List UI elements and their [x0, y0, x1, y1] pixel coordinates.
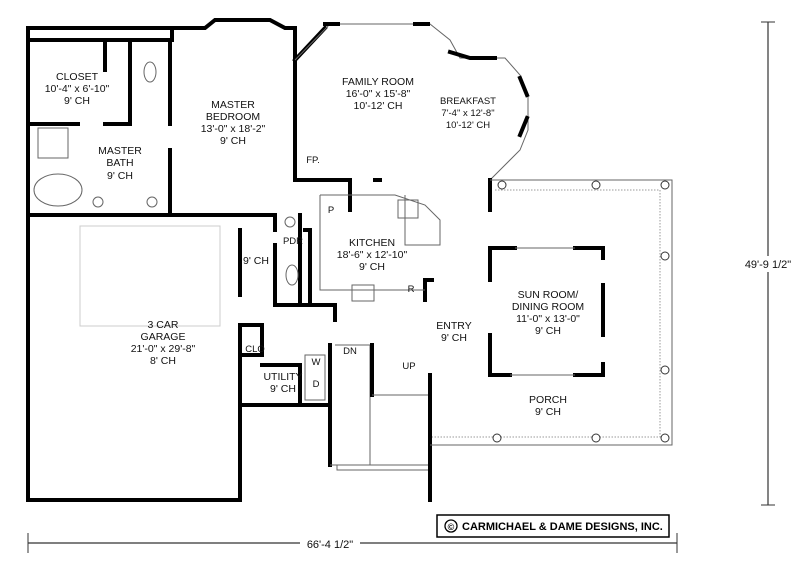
- kitchen-sink-icon: [397, 199, 419, 219]
- room-label-line: 10'-4" x 6'-10": [45, 83, 110, 95]
- porch-columns: [492, 180, 670, 443]
- depth-label: 49'-9 1/2": [745, 259, 791, 271]
- room-label-line: 16'-0" x 15'-8": [346, 88, 411, 100]
- toilet-icon: [285, 264, 299, 286]
- room-label-line: 9' CH: [270, 383, 296, 395]
- room-label-line: MASTER: [211, 99, 255, 111]
- room-label-entry: ENTRY 9' CH: [436, 320, 471, 344]
- copyright-icon: ©: [448, 522, 455, 532]
- room-label-line: 9' CH: [535, 406, 561, 418]
- room-label-line: MASTER: [98, 145, 142, 157]
- fixtures: [33, 61, 419, 401]
- room-label-master-bath: MASTER BATH 9' CH: [98, 145, 142, 182]
- room-label-hall: 9' CH: [243, 255, 269, 267]
- walls: [26, 18, 673, 502]
- washer-dryer: [304, 354, 326, 401]
- room-label-line: SUN ROOM/: [518, 289, 579, 301]
- room-label-line: 9' CH: [359, 261, 385, 273]
- powder-room-label: PDR: [283, 236, 303, 247]
- room-label-line: GARAGE: [141, 331, 186, 343]
- washer-label: W: [312, 357, 321, 368]
- room-label-line: 8' CH: [150, 355, 176, 367]
- room-label-line: 10'-12' CH: [446, 120, 490, 131]
- garage-door: [79, 225, 221, 327]
- pantry-label: P: [328, 205, 334, 216]
- room-label-line: 9' CH: [107, 170, 133, 182]
- fireplace-label: FP.: [306, 155, 320, 166]
- room-label-line: CLOSET: [56, 71, 99, 83]
- room-label-line: KITCHEN: [349, 237, 395, 249]
- room-label-line: 18'-6" x 12'-10": [337, 249, 408, 261]
- room-label-porch: PORCH 9' CH: [529, 394, 567, 418]
- room-label-utility: UTILITY 9' CH: [263, 371, 302, 395]
- shower-icon: [37, 127, 69, 159]
- copyright-text: CARMICHAEL & DAME DESIGNS, INC.: [462, 521, 663, 533]
- room-label-line: PORCH: [529, 394, 567, 406]
- stairs-up-label: UP: [402, 361, 415, 372]
- room-label-master-bedroom: MASTER BEDROOM 13'-0" x 18'-2" 9' CH: [201, 99, 266, 147]
- room-label-line: 7'-4" x 12'-8": [441, 108, 494, 119]
- room-label-line: 3 CAR: [148, 319, 179, 331]
- toilet-icon: [143, 61, 157, 83]
- bathtub-icon: [33, 173, 83, 207]
- room-label-line: 11'-0" x 13'-0": [516, 313, 580, 325]
- room-label-line: 13'-0" x 18'-2": [201, 123, 266, 135]
- sink-icon: [284, 216, 296, 228]
- dimension-width: 66'-4 1/2": [27, 533, 678, 553]
- sink-icon: [146, 196, 158, 208]
- room-label-line: UTILITY: [263, 371, 302, 383]
- room-label-kitchen: KITCHEN 18'-6" x 12'-10" 9' CH: [337, 237, 408, 273]
- room-label-line: 9' CH: [220, 135, 246, 147]
- room-label-family-room: FAMILY ROOM 16'-0" x 15'-8" 10'-12' CH: [342, 76, 414, 112]
- room-label-breakfast: BREAKFAST 7'-4" x 12'-8" 10'-12' CH: [440, 96, 496, 131]
- room-label-line: BREAKFAST: [440, 96, 496, 107]
- room-label-line: FAMILY ROOM: [342, 76, 414, 88]
- room-label-line: 21'-0" x 29'-8": [131, 343, 196, 355]
- room-label-line: DINING ROOM: [512, 301, 584, 313]
- room-label-garage: 3 CAR GARAGE 21'-0" x 29'-8" 8' CH: [131, 319, 196, 367]
- room-label-line: 9' CH: [535, 325, 561, 337]
- refrigerator-label: R: [408, 284, 415, 295]
- room-label-line: BEDROOM: [206, 111, 260, 123]
- width-label: 66'-4 1/2": [307, 539, 353, 551]
- room-label-line: ENTRY: [436, 320, 471, 332]
- copyright-box: © CARMICHAEL & DAME DESIGNS, INC.: [436, 514, 670, 538]
- sink-icon: [92, 196, 104, 208]
- room-label-line: 10'-12' CH: [354, 100, 403, 112]
- stairs-down-label: DN: [343, 346, 357, 357]
- dimension-depth: 49'-9 1/2": [740, 21, 796, 506]
- room-label-closet: CLOSET 10'-4" x 6'-10" 9' CH: [45, 71, 110, 107]
- closet-small-label: CLO: [245, 344, 265, 355]
- dryer-label: D: [313, 379, 320, 390]
- room-label-sun-room: SUN ROOM/ DINING ROOM 11'-0" x 13'-0" 9'…: [512, 289, 584, 337]
- range-icon: [351, 284, 375, 302]
- room-label-line: 9' CH: [64, 95, 90, 107]
- room-label-line: BATH: [106, 157, 133, 169]
- room-label-line: 9' CH: [441, 332, 467, 344]
